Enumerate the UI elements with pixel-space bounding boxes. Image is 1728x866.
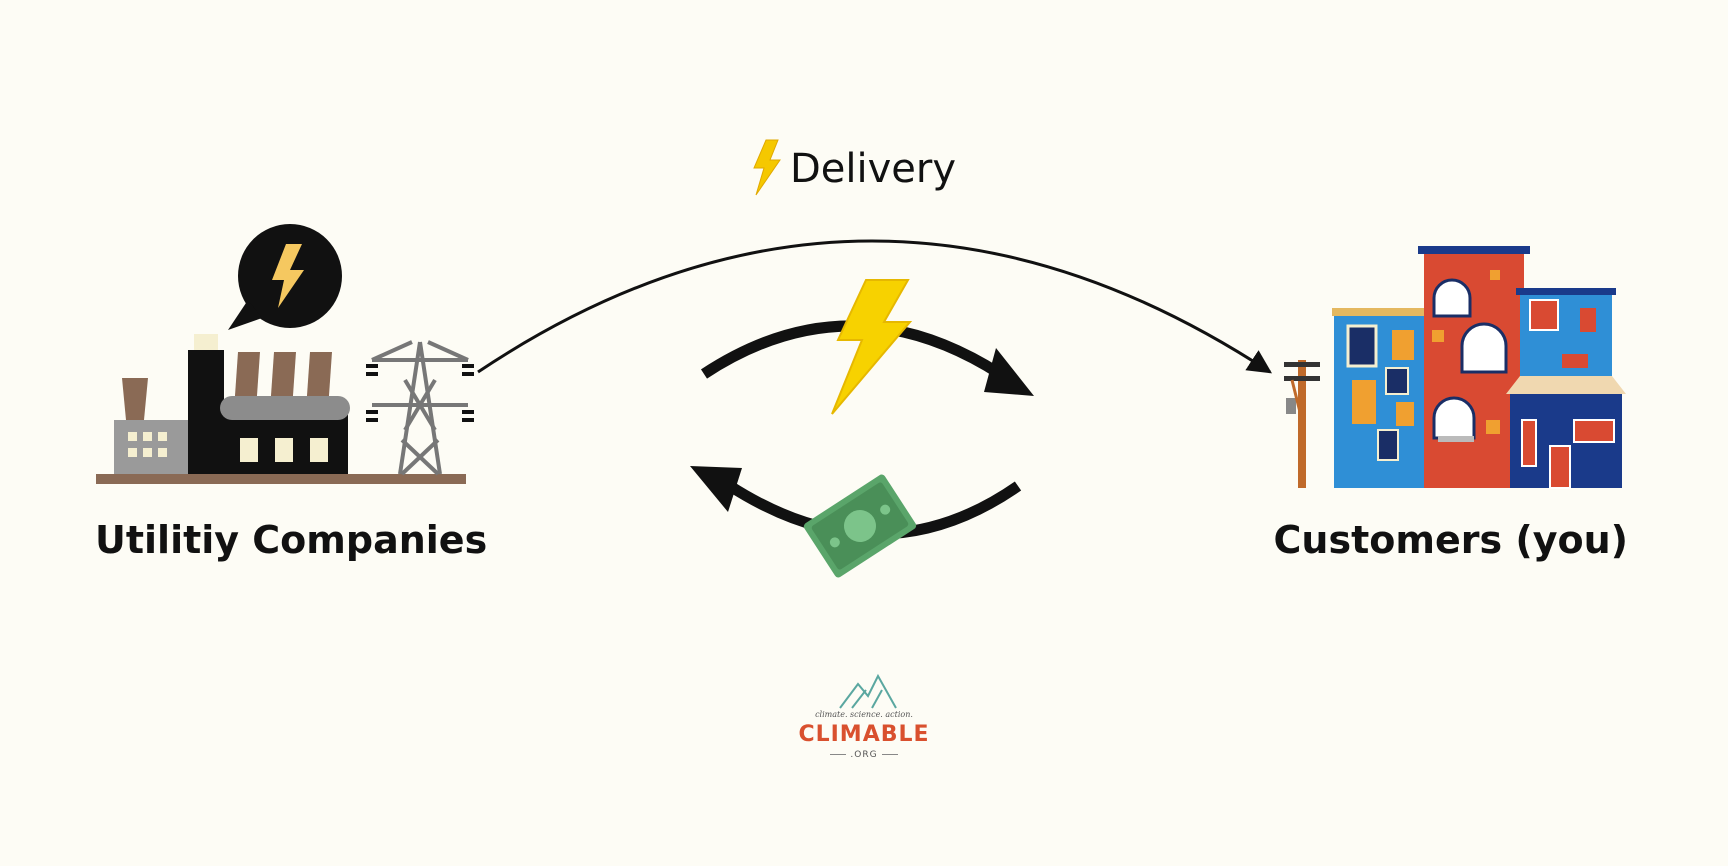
bottom-cycle-arrowhead [690,466,742,512]
dollar-bill-icon [803,474,917,578]
delivery-bolt-icon [753,139,781,196]
lightning-speech-bubble-icon [228,224,342,330]
climable-logo-icon [839,673,897,709]
utility-companies-label: Utilitiy Companies [95,518,488,562]
utility-pole-icon [1284,360,1320,488]
delivery-arc-arrow [477,239,1273,374]
top-cycle-arrowhead [984,348,1034,396]
logo-name: CLIMABLE [798,722,930,747]
power-tower-icon [360,340,474,484]
apartment-buildings-icon [1332,246,1626,489]
factory-icon [96,334,361,484]
lightning-bolt-icon [831,279,913,415]
delivery-label: Delivery [790,146,957,192]
logo-suffix-text: .ORG [850,750,878,760]
logo-suffix: .ORG [0,750,1728,760]
customers-label: Customers (you) [1273,518,1628,562]
logo-tagline: climate. science. action. [815,710,913,719]
